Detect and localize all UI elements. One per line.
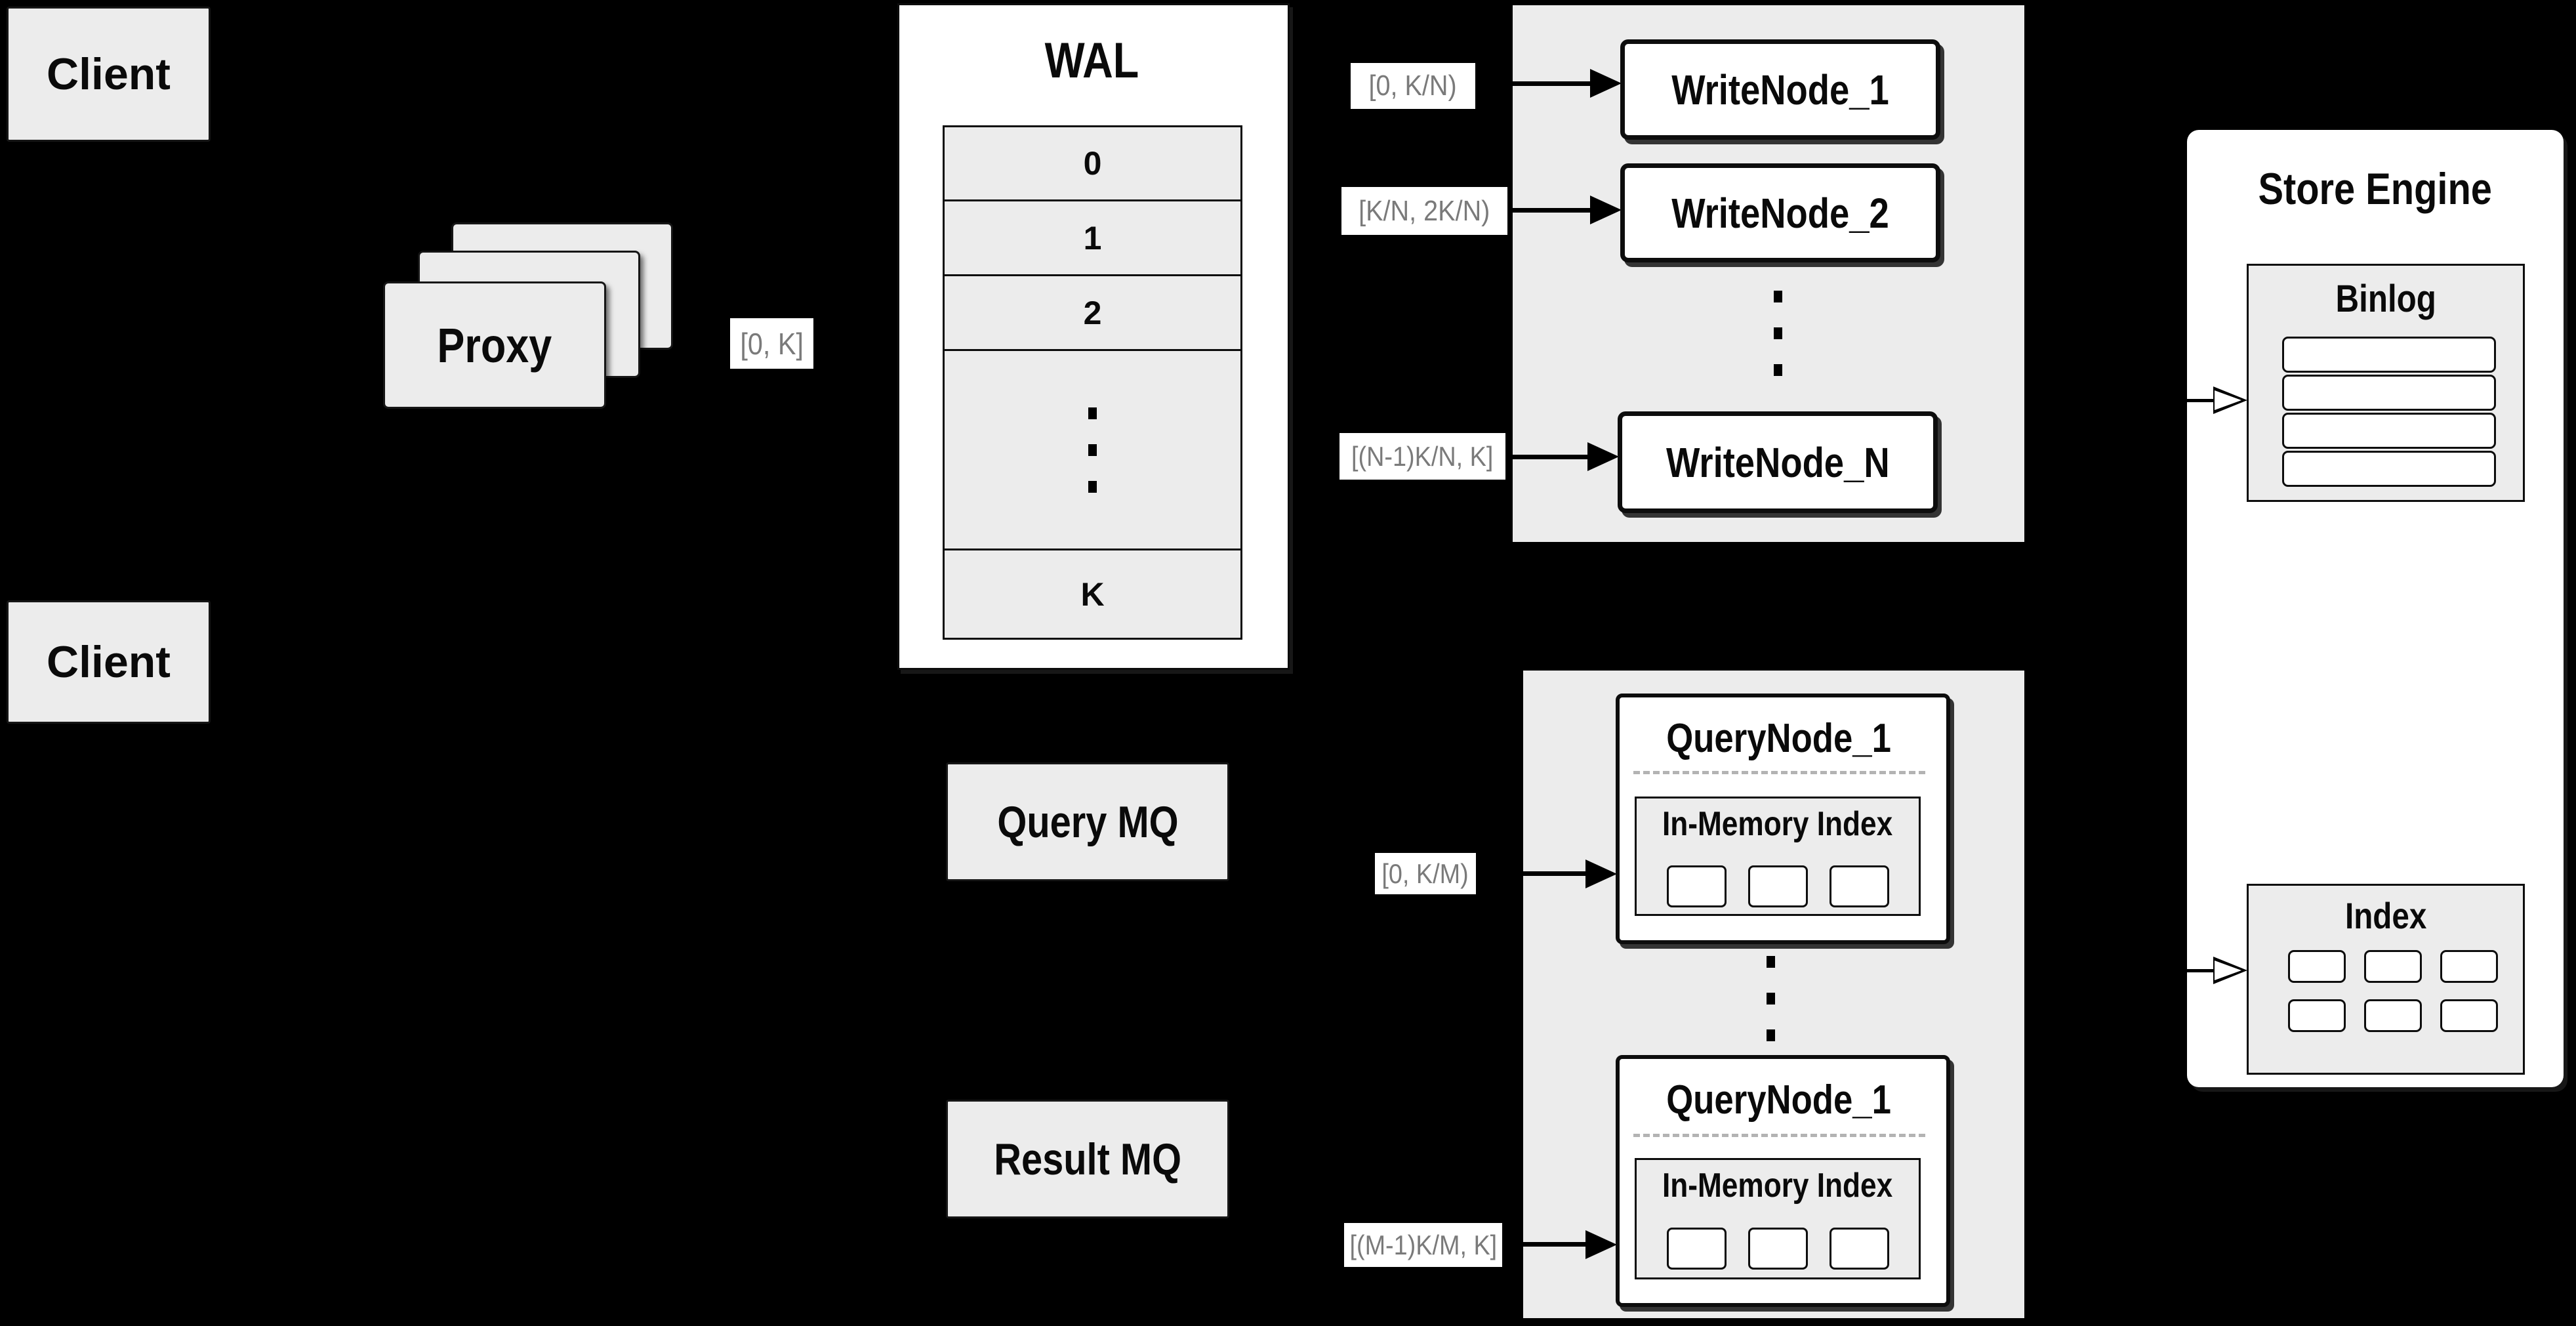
segment-cell	[1667, 1228, 1727, 1270]
wal-ellipsis-icon	[1088, 395, 1097, 505]
range-label-proxy-out: [0, K]	[730, 318, 813, 369]
wal-row-1: 1	[945, 201, 1240, 276]
arrow-line	[2187, 969, 2217, 972]
proxy-card-front: Proxy	[383, 281, 606, 409]
in-memory-index-top-title: In-Memory Index	[1662, 805, 1893, 843]
query-mq-box: Query MQ	[946, 762, 1229, 881]
client-top-label: Client	[47, 49, 171, 99]
index-cell	[2288, 950, 2346, 983]
write-node-n-box: WriteNode_N	[1618, 411, 1938, 513]
range-label-write-2: [K/N, 2K/N)	[1341, 187, 1507, 235]
query-node-ellipsis-icon	[1767, 943, 1775, 1054]
proxy-label: Proxy	[437, 318, 552, 373]
result-mq-box: Result MQ	[946, 1100, 1229, 1218]
wal-row-2: 2	[945, 276, 1240, 351]
write-node-1-label: WriteNode_1	[1671, 66, 1889, 114]
arrow-head-icon	[1585, 860, 1617, 888]
arrow-line	[1523, 871, 1589, 876]
write-node-2-label: WriteNode_2	[1671, 189, 1889, 237]
result-mq-label: Result MQ	[994, 1134, 1181, 1184]
write-node-2-box: WriteNode_2	[1620, 163, 1940, 262]
arrow-line	[1513, 455, 1590, 459]
range-label-query-1: [0, K/M)	[1375, 853, 1476, 894]
wal-row-0: 0	[945, 127, 1240, 201]
segment-cell	[1830, 1228, 1889, 1270]
binlog-row	[2282, 375, 2496, 411]
client-box-bottom: Client	[7, 600, 211, 724]
arrow-head-icon	[1590, 196, 1622, 224]
query-node-top-title: QueryNode_1	[1666, 715, 1892, 761]
binlog-row	[2282, 451, 2496, 487]
range-label-write-1: [0, K/N)	[1351, 63, 1475, 109]
wal-row-ellipsis	[945, 351, 1240, 550]
query-node-bottom-title: QueryNode_1	[1666, 1077, 1892, 1123]
query-node-top-divider	[1633, 771, 1925, 774]
in-memory-segments-top	[1667, 865, 1889, 907]
query-mq-label: Query MQ	[996, 797, 1179, 847]
store-engine-title: Store Engine	[2258, 164, 2493, 214]
arrow-line	[1513, 208, 1593, 213]
query-node-bottom-divider	[1633, 1134, 1925, 1137]
arrow-line	[1513, 81, 1593, 86]
segment-cell	[1667, 865, 1727, 907]
wal-row-k: K	[945, 550, 1240, 638]
segment-cell	[1830, 865, 1889, 907]
index-cell	[2364, 999, 2422, 1032]
write-node-1-box: WriteNode_1	[1620, 39, 1940, 140]
client-box-top: Client	[7, 7, 211, 142]
range-label-write-n: [(N-1)K/N, K]	[1339, 433, 1505, 480]
wal-table: 0 1 2 K	[943, 125, 1242, 640]
segment-cell	[1748, 865, 1808, 907]
arrow-line	[1523, 1242, 1589, 1247]
index-cell	[2440, 950, 2498, 983]
wal-title: WAL	[1044, 32, 1139, 89]
arrow-head-icon	[1585, 1230, 1617, 1259]
binlog-row	[2282, 413, 2496, 449]
write-node-ellipsis-icon	[1774, 278, 1782, 388]
arrow-head-icon	[1590, 69, 1622, 98]
segment-cell	[1748, 1228, 1808, 1270]
client-bottom-label: Client	[47, 637, 171, 687]
range-label-query-2: [(M-1)K/M, K]	[1344, 1223, 1502, 1267]
binlog-title: Binlog	[2335, 277, 2436, 320]
index-cell	[2440, 999, 2498, 1032]
binlog-row	[2282, 337, 2496, 373]
write-node-n-label: WriteNode_N	[1666, 438, 1890, 486]
index-cell	[2288, 999, 2346, 1032]
in-memory-index-bottom-title: In-Memory Index	[1662, 1167, 1893, 1205]
in-memory-segments-bottom	[1667, 1228, 1889, 1270]
index-title: Index	[2344, 894, 2427, 936]
arrow-head-icon	[1587, 442, 1619, 471]
arrow-line	[2187, 399, 2217, 402]
index-cell	[2364, 950, 2422, 983]
